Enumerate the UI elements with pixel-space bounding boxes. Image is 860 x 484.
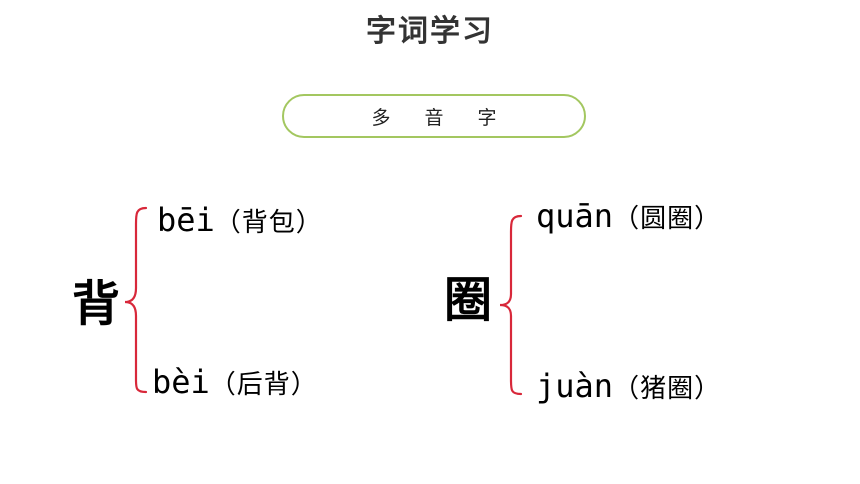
pinyin-text: bèi [152,363,210,401]
reading-item: bēi （背包） [157,204,323,236]
section-label: 多 音 字 [371,106,511,129]
polyphone-character: 圈 [444,272,493,328]
reading-item: quān （圆圈） [536,200,721,232]
reading-item: juàn （猪圈） [536,370,721,402]
page-title: 字词学习 [366,14,494,49]
example-word: （背包） [214,208,323,238]
example-word: （圆圈） [613,204,722,234]
example-word: （后背） [209,370,318,400]
reading-item: bèi （后背） [152,366,318,398]
section-badge: 多 音 字 [282,94,586,138]
pinyin-text: bēi [157,201,215,239]
pinyin-text: juàn [536,367,614,405]
curly-brace-icon [124,206,148,394]
curly-brace-icon [499,214,523,396]
polyphone-character: 背 [72,276,121,332]
pinyin-text: quān [536,197,614,235]
example-word: （猪圈） [613,374,722,404]
